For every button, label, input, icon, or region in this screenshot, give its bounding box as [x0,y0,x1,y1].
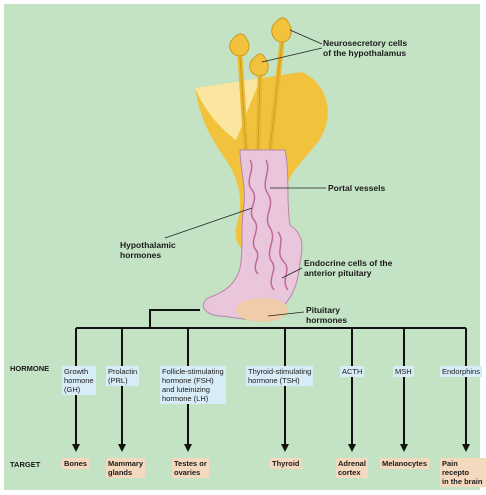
neuron-1 [230,34,249,56]
target-arrow-head [281,444,289,452]
target-arrow-head [184,444,192,452]
target-box: Testes or ovaries [172,458,209,478]
target-arrow-head [400,444,408,452]
target-arrow-head [348,444,356,452]
label-pituitary-hormones: Pituitary hormones [306,305,347,325]
neuron-2 [272,18,291,42]
target-box: Mammary glands [106,458,145,478]
hormone-box: Endorphins [440,366,482,377]
tree-drops [72,328,470,452]
label-neurosecretory: Neurosecretory cells of the hypothalamus [323,38,407,58]
hormone-box: Thyroid-stimulating hormone (TSH) [246,366,313,386]
tree-trunk [150,310,200,328]
pituitary-gland [203,150,302,320]
hormone-box: Follicle-stimulating hormone (FSH) and l… [160,366,226,404]
target-arrow-head [72,444,80,452]
hormone-box: MSH [393,366,414,377]
row-label-target: TARGET [10,460,40,469]
hormone-box: Prolactin (PRL) [106,366,139,386]
target-box: Adrenal cortex [336,458,368,478]
hormone-box: Growth hormone (GH) [62,366,96,395]
label-endocrine-cells: Endocrine cells of the anterior pituitar… [304,258,392,278]
neuron-3 [250,54,268,76]
target-box: Bones [62,458,89,469]
target-box: Thyroid [270,458,302,469]
label-hypothalamic-hormones: Hypothalamic hormones [120,240,176,260]
row-label-hormone: HORMONE [10,364,49,373]
label-portal-vessels: Portal vessels [328,183,385,193]
target-box: Melanocytes [380,458,429,469]
posterior-lobe [236,298,288,322]
hormone-box: ACTH [340,366,364,377]
leader-neurosecretory [262,30,322,62]
target-arrow-head [462,444,470,452]
target-box: Pain recepto in the brain [440,458,486,487]
target-arrow-head [118,444,126,452]
